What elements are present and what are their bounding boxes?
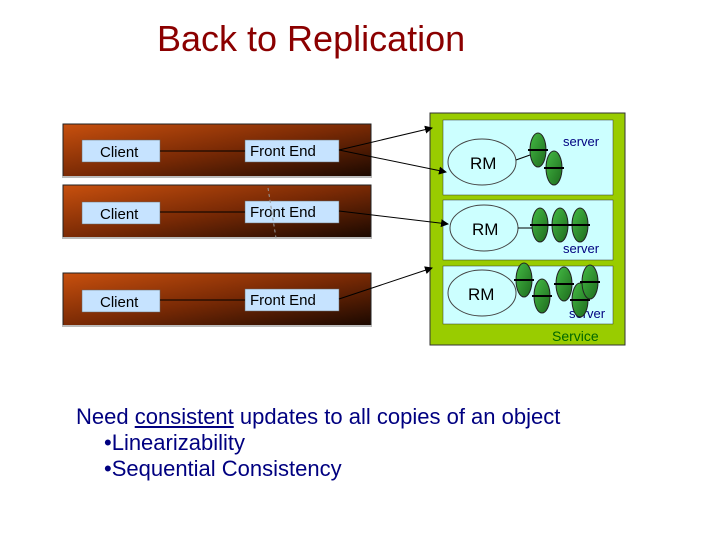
client-label-bg: [81, 289, 161, 313]
bullet-item: •Sequential Consistency: [76, 456, 560, 482]
client-row-3: Client Front End: [62, 272, 372, 327]
frontend-dashed-link: [267, 187, 277, 239]
slide-title: Back to Replication: [157, 18, 466, 59]
server-process-icon: [528, 132, 548, 168]
client-label-bg: [81, 201, 161, 225]
front-end-label: Front End: [250, 143, 316, 160]
server-process-icon: [580, 264, 600, 300]
frontend-rm-arrow: [338, 149, 447, 175]
server-process-icon: [550, 207, 570, 243]
frontend-rm-arrow: [338, 210, 449, 228]
statement-prefix: Need: [76, 404, 135, 429]
client-row-2: Client Front End: [62, 184, 372, 239]
server-process-icon: [514, 262, 534, 298]
bullet-char: •: [104, 456, 112, 481]
front-end-label: Front End: [250, 292, 316, 309]
server-process-icon: [570, 207, 590, 243]
statement-suffix: updates to all copies of an object: [233, 404, 561, 429]
rm-ellipse: [447, 269, 517, 317]
bullet-char: •: [104, 430, 112, 455]
replication-diagram: Client Front End Client Front End Client…: [62, 112, 626, 346]
bullet-text: Linearizability: [111, 430, 245, 455]
rm-server-link: [515, 154, 531, 161]
client-label: Client: [100, 206, 139, 223]
body-text: Need consistent updates to all copies of…: [76, 404, 560, 482]
client-label: Client: [100, 294, 139, 311]
rm-ellipse: [447, 138, 517, 186]
statement-underlined: consistent: [134, 404, 234, 429]
client-label: Client: [100, 144, 139, 161]
replica-manager-3: RM server: [447, 262, 606, 321]
service-label: Service: [552, 328, 599, 344]
bullet-item: •Linearizability: [76, 430, 560, 456]
client-row-1: Client Front End: [62, 123, 372, 178]
server-process-icon: [544, 150, 564, 186]
server-process-icon: [554, 266, 574, 302]
rm-label: RM: [470, 154, 496, 173]
server-process-icon: [532, 278, 552, 314]
frontend-rm-arrow: [338, 266, 433, 300]
frontend-rm-arrow: [338, 125, 433, 151]
consistency-statement: Need consistent updates to all copies of…: [76, 404, 560, 430]
rm-label: RM: [472, 220, 498, 239]
replica-manager-1: RM server: [447, 132, 600, 186]
bullet-text: Sequential Consistency: [111, 456, 342, 481]
server-label: server: [563, 134, 600, 149]
replica-manager-2: RM server: [449, 204, 600, 256]
server-process-icon: [530, 207, 550, 243]
front-end-label: Front End: [250, 204, 316, 221]
rm-label: RM: [468, 285, 494, 304]
server-label: server: [563, 241, 600, 256]
